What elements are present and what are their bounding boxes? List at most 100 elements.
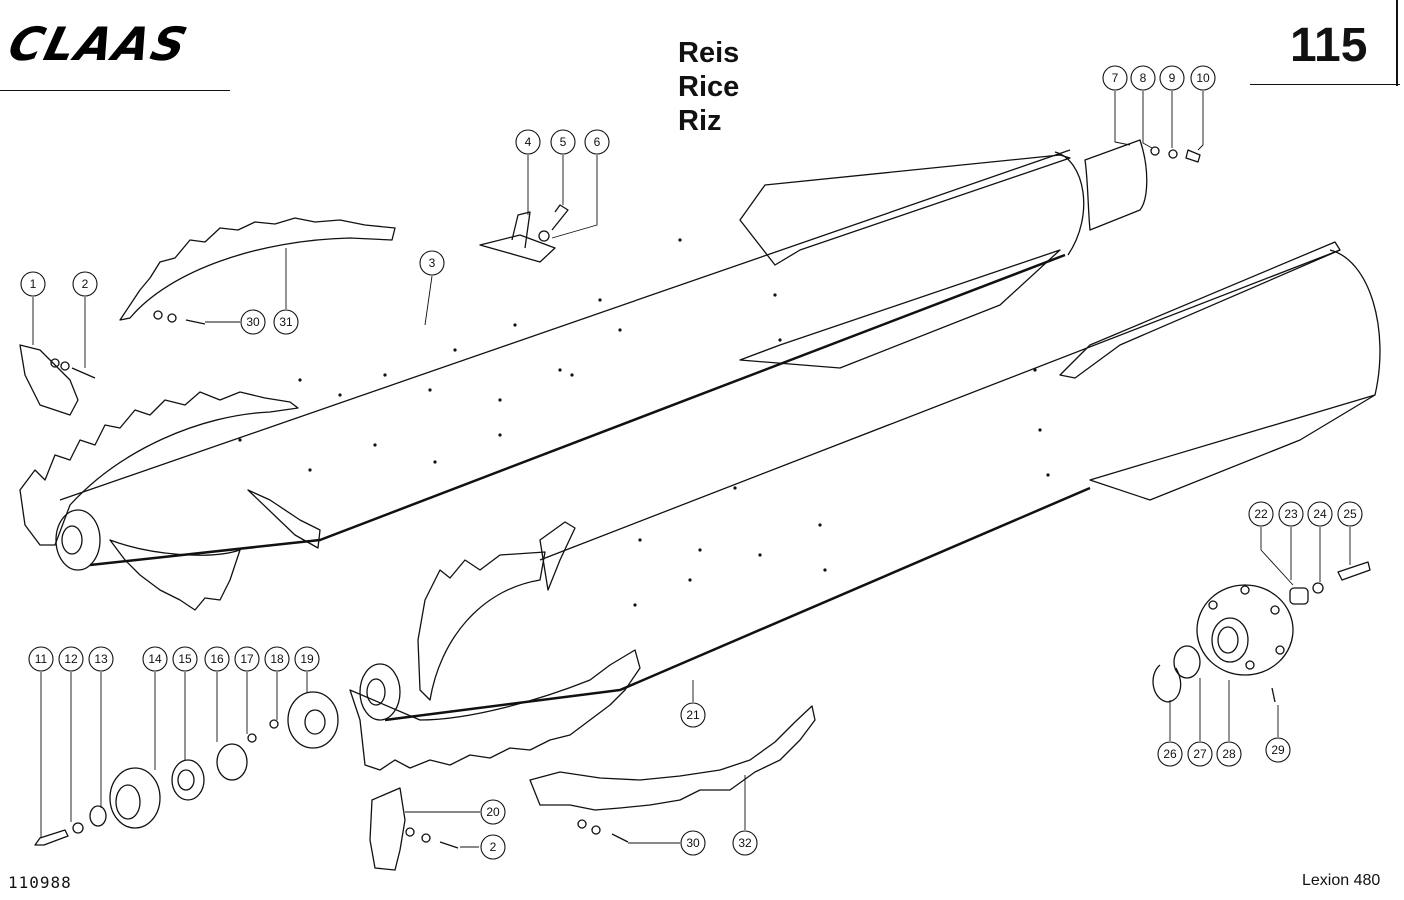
bearing-19: [287, 691, 339, 749]
flange-28: [1196, 584, 1294, 676]
washer-12: [72, 822, 84, 834]
upper-rotor-body-bottom-edge: [89, 253, 1066, 567]
lower-rotor-front-flight-upper: [417, 551, 546, 701]
callout-label-30-upper: 30: [246, 315, 260, 329]
callout-20: 20: [480, 799, 506, 825]
model-name: Lexion 480: [1302, 872, 1381, 889]
bearing-flange-assembly: [1152, 561, 1371, 703]
callout-label-3: 3: [429, 256, 436, 270]
callout-3: 3: [419, 250, 445, 276]
callout-label-20: 20: [486, 805, 500, 819]
bracket-4: [479, 211, 556, 263]
callout-label-13: 13: [94, 652, 108, 666]
nut-30-upper: [153, 310, 163, 320]
plate-1: [19, 344, 79, 416]
bolt-5: [551, 204, 569, 231]
callouts: 1 2 3 4 5 6 7 8 9 10 11 12 13 14 15 16 1…: [20, 65, 1363, 860]
callout-5: 5: [550, 129, 576, 155]
callout-label-9: 9: [1169, 71, 1176, 85]
callout-16: 16: [204, 646, 230, 672]
callout-label-15: 15: [178, 652, 192, 666]
title-german: Reis: [678, 37, 740, 69]
cap-27: [1173, 645, 1201, 679]
callout-label-8: 8: [1140, 71, 1147, 85]
serrated-segment-32: [529, 705, 816, 811]
callout-18: 18: [264, 646, 290, 672]
bearing-15: [171, 759, 205, 801]
callout-26: 26: [1157, 741, 1183, 767]
plate-7: [1084, 139, 1148, 231]
callout-10: 10: [1190, 65, 1216, 91]
callout-label-10: 10: [1196, 71, 1210, 85]
flange-hub-bore-28: [1217, 626, 1239, 654]
callout-label-19: 19: [300, 652, 314, 666]
lower-rotor-body-bottom-edge: [384, 486, 1091, 722]
frame-right-border: [1396, 0, 1398, 86]
bolt-29: [1271, 687, 1276, 703]
callout-30-lower: 30: [680, 830, 706, 856]
callout-label-22: 22: [1254, 507, 1268, 521]
callout-label-27: 27: [1193, 747, 1207, 761]
callout-32: 32: [732, 830, 758, 856]
callout-label-6: 6: [594, 135, 601, 149]
callout-6: 6: [584, 129, 610, 155]
callout-21: 21: [680, 702, 706, 728]
upper-rotor-blade-upper: [739, 154, 1071, 266]
callout-4: 4: [515, 129, 541, 155]
circlip-26: [1152, 664, 1182, 703]
lower-rotor-flight-tip: [539, 521, 576, 591]
upper-rotor-front-flight-lower: [109, 539, 241, 611]
lower-rotor-end-cap: [1329, 249, 1381, 396]
callout-label-31: 31: [279, 315, 293, 329]
callout-label-25: 25: [1343, 507, 1357, 521]
washer-1: [60, 361, 70, 371]
lower-rotor-shaft-flange: [359, 663, 401, 721]
upper-rotor-flight-tip: [247, 489, 321, 549]
callout-8: 8: [1130, 65, 1156, 91]
upper-rotor-blade-lower: [739, 249, 1061, 369]
callout-27: 27: [1187, 741, 1213, 767]
callout-30-upper: 30: [240, 309, 266, 335]
washer-18: [269, 719, 279, 729]
callout-13: 13: [88, 646, 114, 672]
callout-label-12: 12: [64, 652, 78, 666]
callout-22: 22: [1248, 501, 1274, 527]
callout-15: 15: [172, 646, 198, 672]
callout-label-26: 26: [1163, 747, 1177, 761]
lower-rotor-shaft-hub: [366, 678, 386, 706]
document-number: 110988: [8, 873, 72, 892]
callout-7: 7: [1102, 65, 1128, 91]
bolt-2-lower: [439, 841, 459, 849]
callout-label-21: 21: [686, 708, 700, 722]
callout-12: 12: [58, 646, 84, 672]
leader-lines: [32, 91, 1351, 848]
serrated-segment-31: [119, 217, 396, 321]
callout-19: 19: [294, 646, 320, 672]
callout-label-4: 4: [525, 135, 532, 149]
callout-29: 29: [1265, 737, 1291, 763]
housing-14-inner: [115, 784, 141, 820]
callout-label-7: 7: [1112, 71, 1119, 85]
callout-label-16: 16: [210, 652, 224, 666]
callout-label-17: 17: [240, 652, 254, 666]
upper-rotor: [19, 149, 1085, 611]
lower-rotor: [349, 241, 1381, 771]
callout-label-11: 11: [35, 652, 48, 666]
callout-23: 23: [1278, 501, 1304, 527]
callout-label-5: 5: [560, 135, 567, 149]
bolt-10: [1185, 149, 1201, 163]
washer-9: [1168, 149, 1178, 159]
callout-label-14: 14: [148, 652, 162, 666]
callout-24: 24: [1307, 501, 1333, 527]
bearing-19-bore: [304, 709, 326, 735]
washer-6: [538, 230, 550, 242]
bolt-11: [34, 829, 69, 846]
frame-header-rule-left: [0, 90, 230, 91]
callout-label-1: 1: [30, 277, 37, 291]
bearing-hardware-left: [34, 691, 339, 846]
nut-30-lower: [577, 819, 587, 829]
snap-ring-16: [216, 743, 248, 781]
callout-9: 9: [1159, 65, 1185, 91]
